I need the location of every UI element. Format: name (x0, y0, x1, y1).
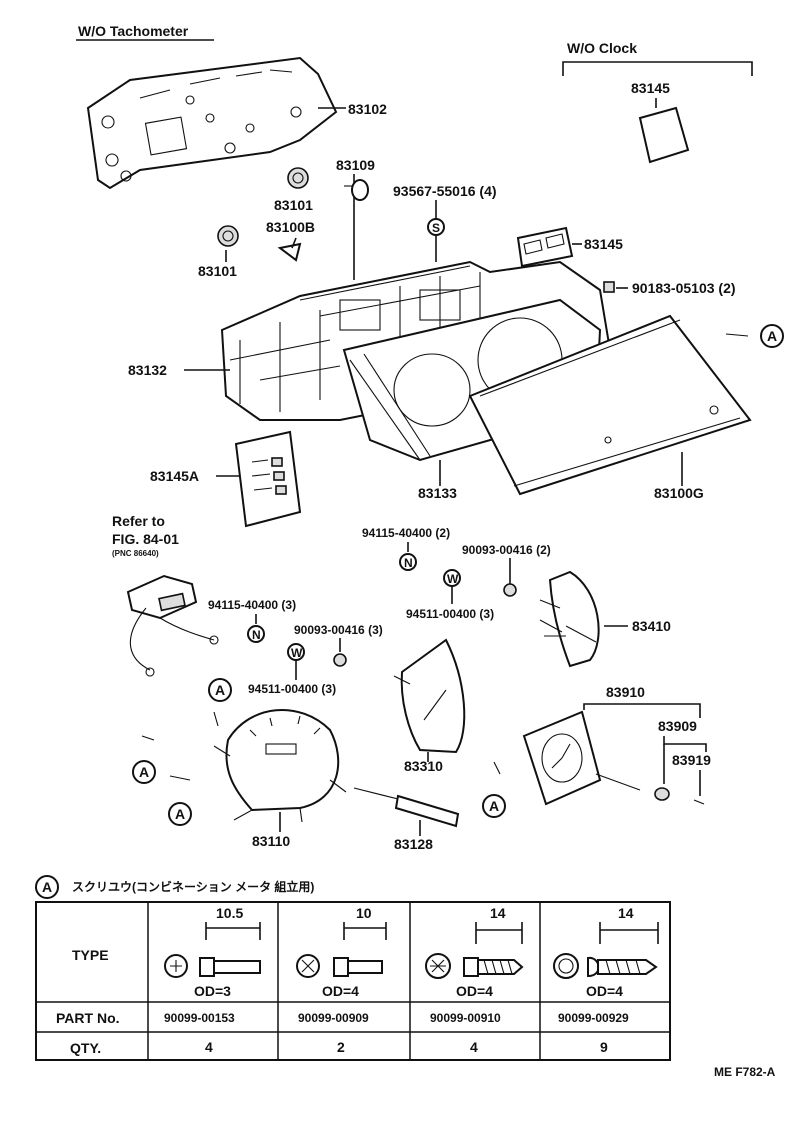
ref-a-lower-circle (168, 802, 192, 826)
table-marker-circle (35, 875, 59, 899)
ref-a-left-circle (132, 760, 156, 784)
label-83410: 83410 (632, 618, 671, 634)
ref-a-right-circle (760, 324, 784, 348)
table-caption: スクリユウ(コンビネーション メータ 組立用) (72, 879, 314, 894)
ref-a-mid: A (489, 798, 499, 814)
col1-part-no: 90099-00153 (164, 1011, 235, 1025)
socket-83101-b (217, 225, 239, 247)
label-83145-top: 83145 (631, 80, 670, 96)
label-83910: 83910 (606, 684, 645, 700)
label-83109: 83109 (336, 157, 375, 173)
label-83102: 83102 (348, 101, 387, 117)
screw-col-3: 14 OD=4 90099-00910 4 (425, 905, 524, 1055)
ref-a-mid-circle (482, 794, 506, 818)
refer-line3: (PNC 86640) (112, 549, 159, 558)
symbol-w-a: W (447, 572, 459, 586)
label-93567: 93567-55016 (4) (393, 183, 497, 199)
col1-od: OD=3 (194, 983, 231, 999)
col2-qty: 2 (337, 1039, 345, 1055)
clock-note: W/O Clock (567, 40, 637, 56)
col3-od: OD=4 (456, 983, 493, 999)
ref-a-left: A (139, 764, 149, 780)
refer-line2: FIG. 84-01 (112, 531, 179, 547)
col3-qty: 4 (470, 1039, 478, 1055)
speedometer-83110 (213, 709, 347, 823)
table-marker: A (42, 879, 52, 895)
label-83101-a: 83101 (274, 197, 313, 213)
screw-table (35, 901, 671, 1061)
label-94511-a: 94511-00400 (3) (406, 607, 494, 621)
screw-col-4: 14 OD=4 90099-00929 9 (553, 905, 659, 1055)
label-83133: 83133 (418, 485, 457, 501)
bulb-83100b (277, 242, 302, 262)
col4-part-no: 90099-00929 (558, 1011, 629, 1025)
label-83909: 83909 (658, 718, 697, 734)
label-83100g: 83100G (654, 485, 704, 501)
col3-part-no: 90099-00910 (430, 1011, 501, 1025)
label-94115-a: 94115-40400 (2) (362, 526, 450, 540)
refer-line1: Refer to (112, 513, 165, 529)
tachometer-note: W/O Tachometer (78, 23, 189, 39)
col1-qty: 4 (205, 1039, 213, 1055)
glass-83100g (468, 314, 752, 496)
ref-a-upper-circle (208, 678, 232, 702)
label-83128: 83128 (394, 836, 433, 852)
clip-90183 (603, 281, 615, 293)
label-90183: 90183-05103 (2) (632, 280, 736, 296)
symbol-n-a-circle (399, 553, 417, 571)
col4-qty: 9 (600, 1039, 608, 1055)
indicator-plate-83145a (234, 430, 302, 528)
symbol-w-b: W (291, 646, 303, 660)
symbol-n-a: N (404, 556, 413, 570)
printed-circuit-plate (86, 56, 338, 190)
label-83101-b: 83101 (198, 263, 237, 279)
symbol-s: S (432, 221, 440, 235)
label-94115-b: 94115-40400 (3) (208, 598, 296, 612)
socket-83101-a (287, 167, 309, 189)
col2-part-no: 90099-00909 (298, 1011, 369, 1025)
col3-dimension: 14 (490, 905, 506, 921)
label-83100b: 83100B (266, 219, 315, 235)
connector-assembly (126, 574, 219, 677)
ref-a-lower: A (175, 806, 185, 822)
symbol-n-b: N (252, 628, 261, 642)
screw-col-2: 10 OD=4 90099-00909 2 (296, 905, 387, 1055)
label-83132: 83132 (128, 362, 167, 378)
col4-od: OD=4 (586, 983, 623, 999)
label-94511-b: 94511-00400 (3) (248, 682, 336, 696)
label-83145-mid: 83145 (584, 236, 623, 252)
ref-a-upper: A (215, 682, 225, 698)
clock-83910 (522, 710, 705, 806)
screw-col-1: 10.5 OD=3 90099-00153 4 (164, 905, 261, 1055)
label-83919: 83919 (672, 752, 711, 768)
label-83145a: 83145A (150, 468, 199, 484)
temp-gauge-83310 (393, 638, 466, 754)
cover-plate-83145 (638, 106, 690, 164)
label-83110: 83110 (252, 833, 290, 849)
symbol-s-circle (427, 218, 445, 236)
col2-od: OD=4 (322, 983, 359, 999)
bulb-83109 (351, 179, 369, 201)
col1-dimension: 10.5 (216, 905, 243, 921)
row-label-type: TYPE (72, 947, 109, 963)
fuel-gauge-83410 (539, 570, 600, 668)
cover-plate-83145-mid (516, 226, 574, 268)
row-label-part-no: PART No. (56, 1010, 120, 1026)
row-label-qty: QTY. (70, 1040, 101, 1056)
figure-code: ME F782-A (714, 1065, 776, 1079)
label-90093-a: 90093-00416 (2) (462, 543, 551, 557)
symbol-n-b-circle (247, 625, 265, 643)
col2-dimension: 10 (356, 905, 372, 921)
reset-knob-83128 (353, 787, 460, 828)
col4-dimension: 14 (618, 905, 634, 921)
label-90093-b: 90093-00416 (3) (294, 623, 383, 637)
ref-a-right: A (767, 328, 777, 344)
label-83310: 83310 (404, 758, 443, 774)
